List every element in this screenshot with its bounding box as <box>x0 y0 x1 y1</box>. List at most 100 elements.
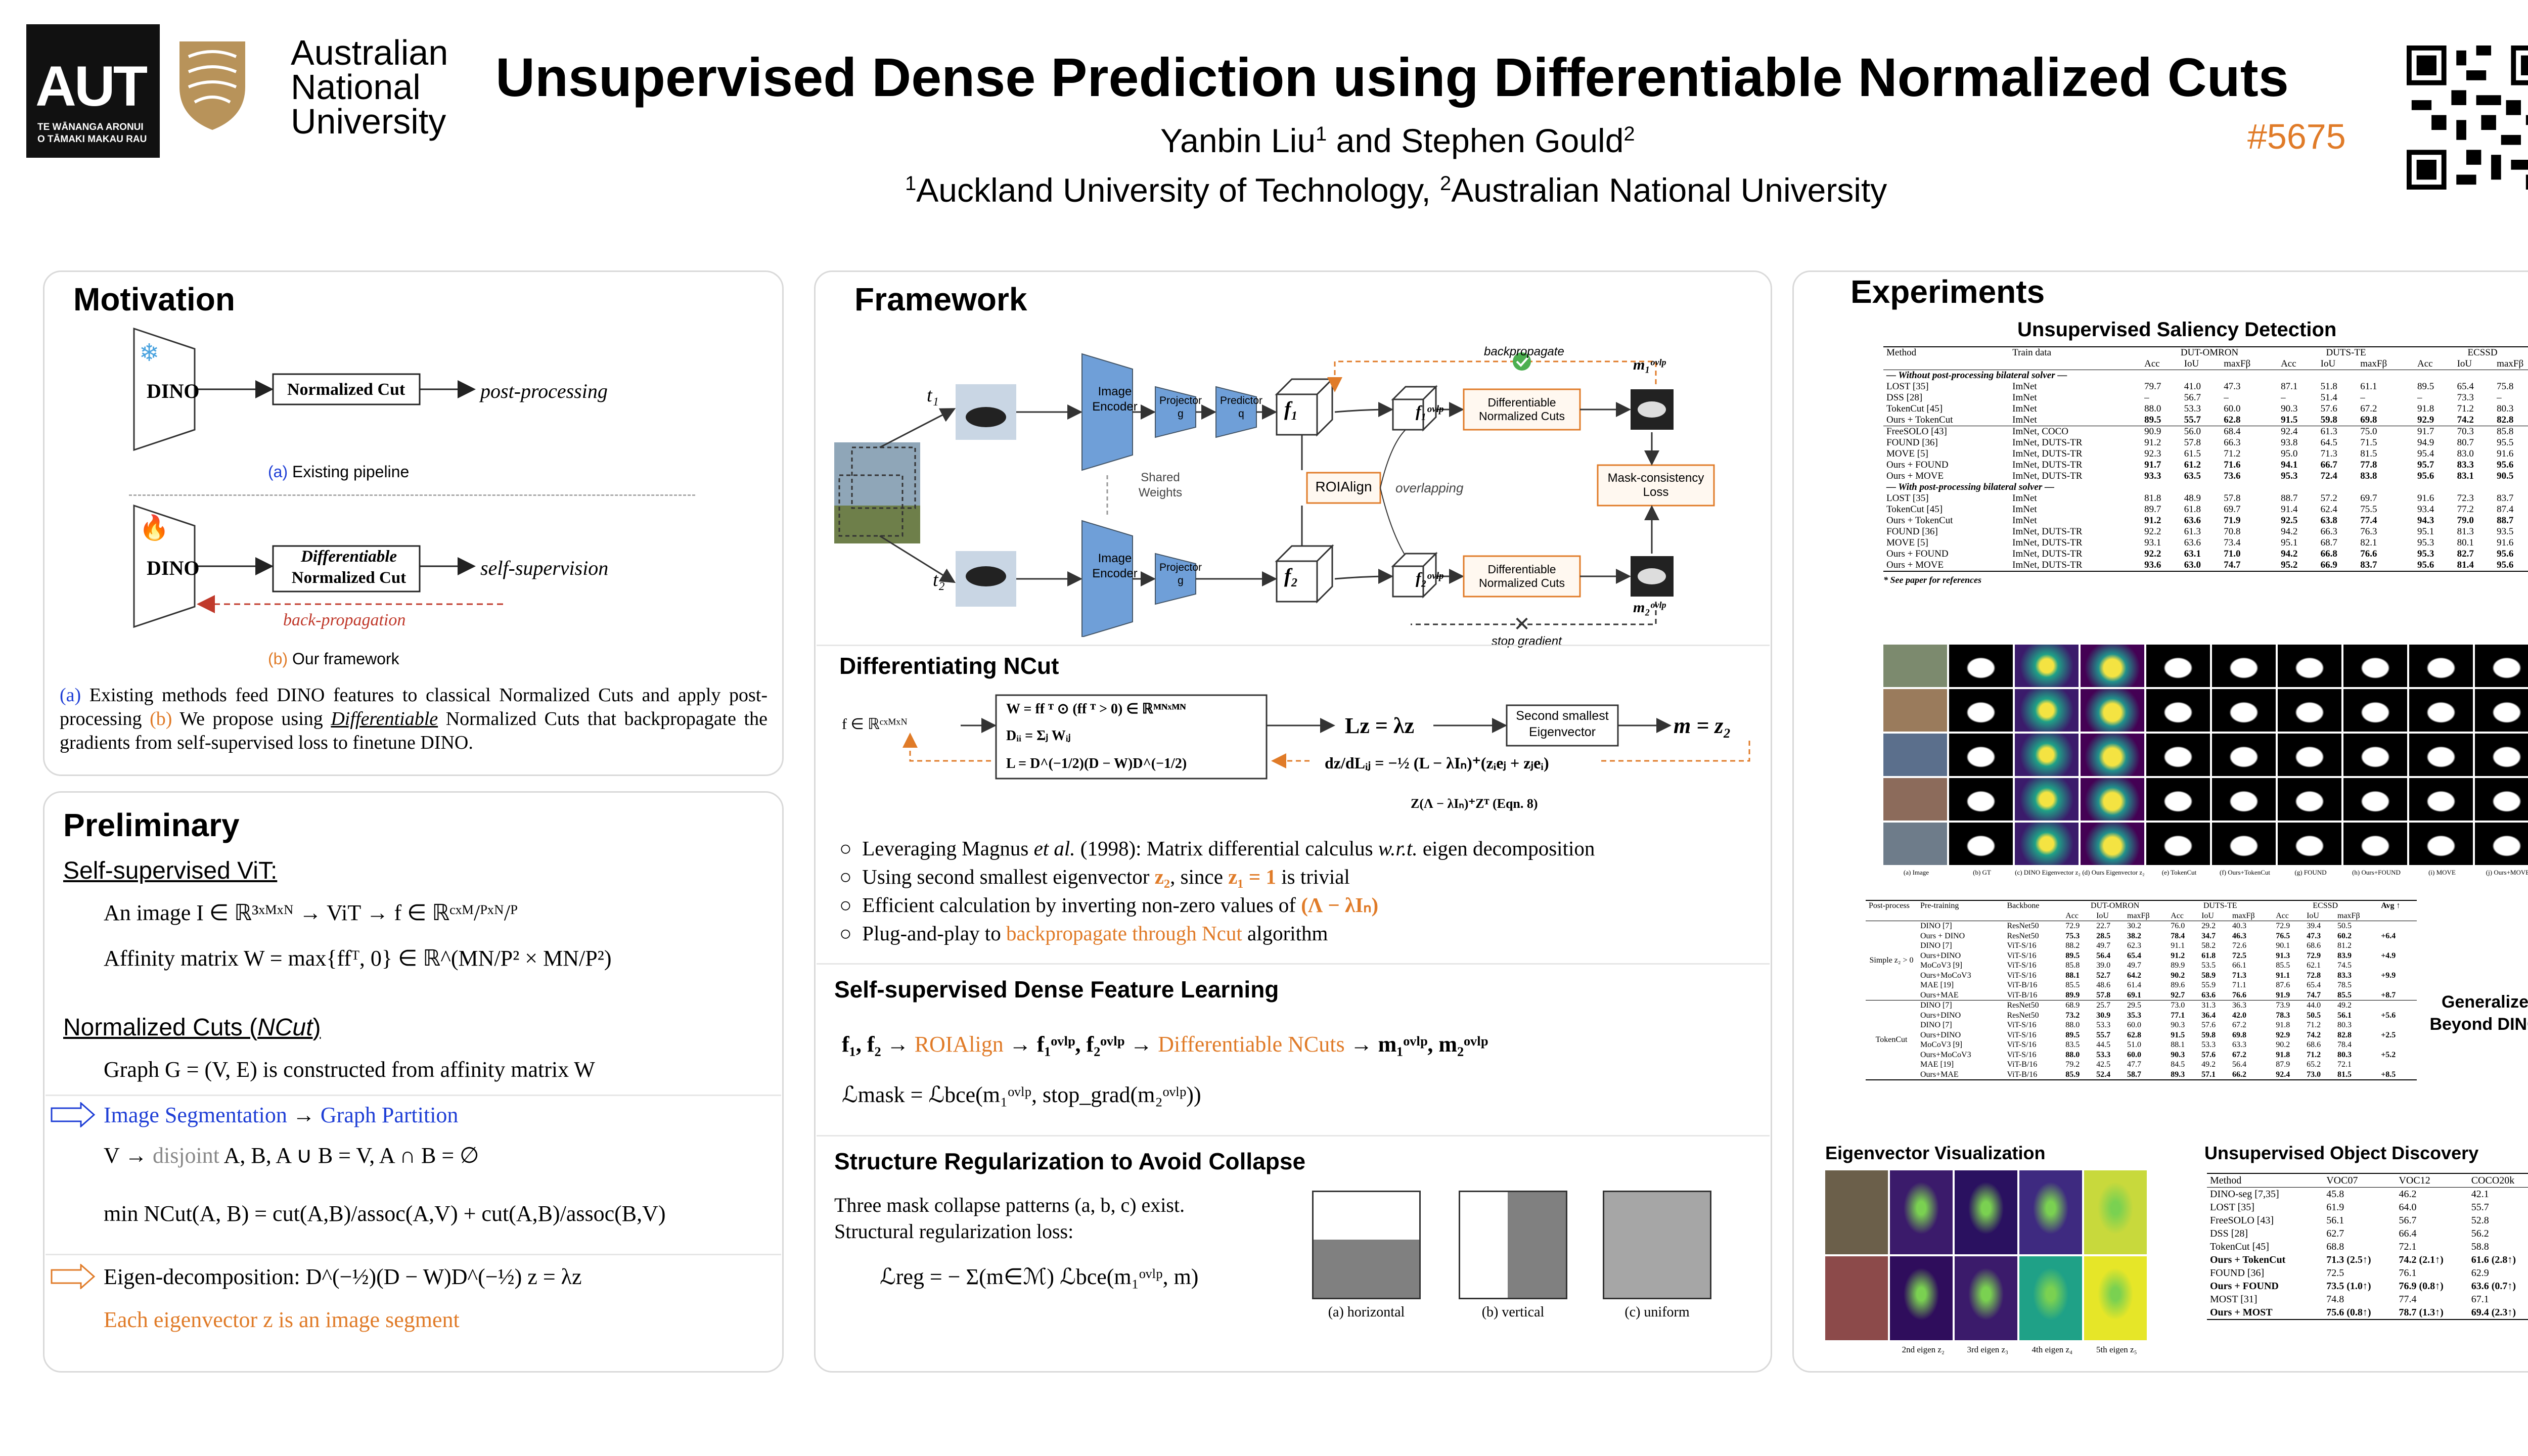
obj-head-cell: VOC12 <box>2399 1175 2430 1186</box>
table-cell: 70.3 <box>2457 426 2474 437</box>
table-cell: ResNet50 <box>2007 931 2039 940</box>
table-cell: 61.4 <box>2127 981 2141 989</box>
table-cell: 72.9 <box>2276 922 2290 930</box>
eig-caption: 5th eigen z₅ <box>2096 1345 2137 1354</box>
table-cell: 95.3 <box>2417 537 2434 548</box>
saliency-thumb <box>2081 689 2144 732</box>
table-cell: 57.6 <box>2201 1050 2216 1059</box>
desc-a-tag: (a) <box>60 685 81 706</box>
qr-code-icon[interactable] <box>2407 46 2528 190</box>
experiments-title: Experiments <box>1850 274 2045 310</box>
table-cell <box>2378 1040 2417 1050</box>
prelim-divider-1 <box>46 1095 781 1096</box>
table-cell: 50.5 <box>2307 1011 2321 1020</box>
table-cell: 93.3 <box>2144 471 2161 481</box>
b1-c: eigen decomposition <box>1417 837 1595 860</box>
table-cell: Ours + MOVE <box>1886 560 1944 570</box>
table-cell: 91.9 <box>2276 990 2290 999</box>
disjoint-a: V → <box>104 1143 153 1168</box>
table-cell: 52.4 <box>2096 1070 2111 1079</box>
motivation-description: (a) Existing methods feed DINO features … <box>60 684 768 755</box>
table-cell: 66.9 <box>2320 560 2337 570</box>
table-cell: FOUND [36] <box>1886 437 1938 448</box>
table-cell: 47.3 <box>2307 931 2321 940</box>
table-cell: 92.5 <box>2281 515 2298 526</box>
table-cell: 42.1 <box>2471 1189 2489 1200</box>
vis-caption: (i) MOVE <box>2428 869 2456 876</box>
backpropagate-label: backpropagate <box>1484 345 1564 358</box>
b4-a: Plug-and-play to <box>862 922 1006 945</box>
table-cell: 56.0 <box>2184 426 2201 437</box>
see-paper-note: * See paper for references <box>1883 575 1981 585</box>
table-cell: Ours + FOUND <box>1886 549 1949 559</box>
table-cell: Ours + TokenCut <box>2210 1254 2286 1265</box>
table-cell: 55.9 <box>2201 981 2216 989</box>
table-cell: Ours + DINO <box>1920 931 1965 940</box>
table-cell: 57.8 <box>2184 437 2201 448</box>
saliency-thumb <box>2212 823 2276 865</box>
table-cell: 77.2 <box>2457 504 2474 515</box>
table-cell: 69.7 <box>2360 493 2377 504</box>
table-cell: 52.8 <box>2471 1215 2489 1226</box>
table-cell: ViT-B/16 <box>2007 1070 2038 1079</box>
saliency-thumb <box>2343 823 2407 865</box>
table-cell: DSS [28] <box>1886 392 1923 403</box>
table-cell: 91.6 <box>2417 493 2434 504</box>
mid-divider-1 <box>817 645 1770 646</box>
table-cell: 81.8 <box>2144 493 2161 504</box>
table-cell: 71.2 <box>2307 1050 2321 1059</box>
table-cell: 59.8 <box>2320 415 2337 425</box>
table-cell: – <box>2497 392 2502 403</box>
table-cell: 71.1 <box>2232 981 2246 989</box>
saliency-thumb <box>2278 778 2341 821</box>
disjoint-b: disjoint <box>152 1143 220 1168</box>
table-cell: 60.2 <box>2337 931 2352 940</box>
table-cell: 95.2 <box>2281 560 2298 570</box>
affil-2: Australian National University <box>1451 171 1887 209</box>
desc-3: Normalized Cuts that backpropagate the g… <box>60 708 768 753</box>
table-cell: 51.8 <box>2320 381 2337 392</box>
table-cell <box>2378 921 2417 931</box>
b1-it2: w.r.t. <box>1378 837 1418 860</box>
table-cell: 57.1 <box>2201 1070 2216 1079</box>
b2-z1: z₁ = 1 <box>1228 865 1277 888</box>
sal-section-row: — Without post-processing bilateral solv… <box>1883 370 2528 382</box>
diffncut-bullets: ○ Leveraging Magnus et al. (1998): Matri… <box>839 834 1595 947</box>
eigen-line: Eigen-decomposition: D^(−½)(D − W)D^(−½)… <box>104 1264 582 1289</box>
table-cell: 91.5 <box>2171 1030 2185 1039</box>
sal-section-row: — With post-processing bilateral solver … <box>1883 482 2528 493</box>
table-cell: 68.7 <box>2320 537 2337 548</box>
table-cell: 67.2 <box>2232 1021 2246 1029</box>
saliency-thumb <box>2081 778 2144 821</box>
table-cell: 92.7 <box>2171 990 2185 999</box>
saliency-thumb <box>2343 734 2407 776</box>
aut-logo: AUT TE WĀNANGA ARONUI O TĀMAKI MAKAU RAU <box>26 24 160 158</box>
table-cell: 74.2 <box>2307 1030 2321 1039</box>
table-cell: DINO-seg [7,35] <box>2210 1189 2279 1200</box>
vis-caption: (d) Ours Eigenvector z₂ <box>2082 869 2145 876</box>
table-cell: 93.1 <box>2144 537 2161 548</box>
saliency-thumb <box>2146 734 2210 776</box>
table-cell: 49.7 <box>2096 941 2111 950</box>
table-cell: 73.2 <box>2065 1011 2080 1020</box>
min-ncut-line: min NCut(A, B) = cut(A,B)/assoc(A,V) + c… <box>104 1201 666 1226</box>
table-cell: 22.7 <box>2096 922 2111 930</box>
sal-sub-cell: IoU <box>2457 358 2472 369</box>
t2-label: t₂ <box>933 569 945 590</box>
table-cell: TokenCut [45] <box>1886 403 1943 414</box>
f1-label: f₁ <box>1284 397 1298 420</box>
vit-heading: Self-supervised ViT: <box>63 857 278 884</box>
obj-head-cell: VOC07 <box>2326 1175 2358 1186</box>
gen-sub-cell: maxFβ <box>2232 911 2255 920</box>
table-cell: 72.3 <box>2457 493 2474 504</box>
gen-group-label: TokenCut <box>1875 1035 1908 1044</box>
